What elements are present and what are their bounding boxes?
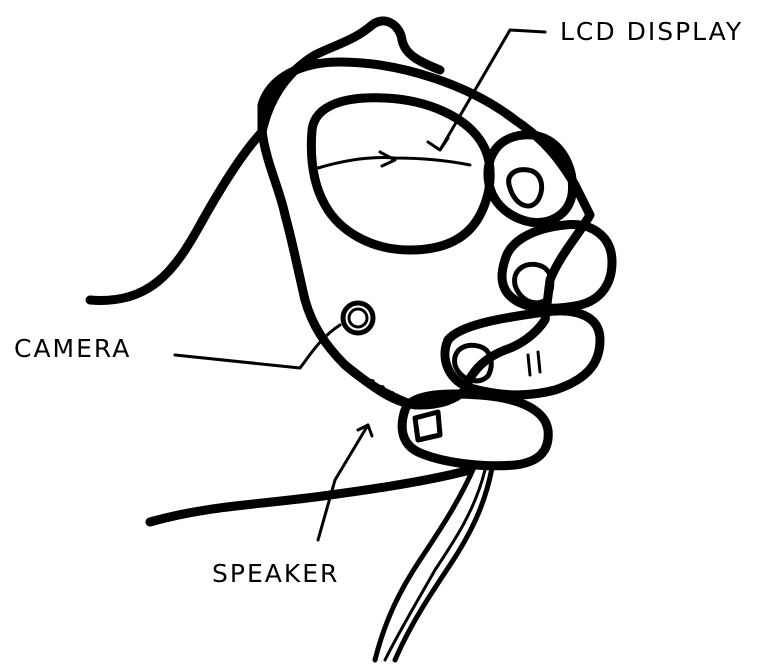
speaker-pointer <box>318 425 372 540</box>
lcd-display-label: LCD DISPLAY <box>560 17 743 46</box>
thumb-nail <box>415 412 440 440</box>
cord-strand-c <box>385 470 485 660</box>
index-finger-outline <box>488 135 573 223</box>
lcd-screen-outline <box>311 98 490 250</box>
wrist-outline-upper <box>90 132 262 300</box>
index-fingernail <box>509 170 542 206</box>
camera-lens-inner <box>349 309 367 327</box>
wrist-outline-lower <box>150 470 470 522</box>
cord-strand-a <box>375 465 475 660</box>
camera-label: CAMERA <box>14 334 131 363</box>
speaker-label: SPEAKER <box>212 559 339 588</box>
ring-finger-crease <box>528 352 540 375</box>
